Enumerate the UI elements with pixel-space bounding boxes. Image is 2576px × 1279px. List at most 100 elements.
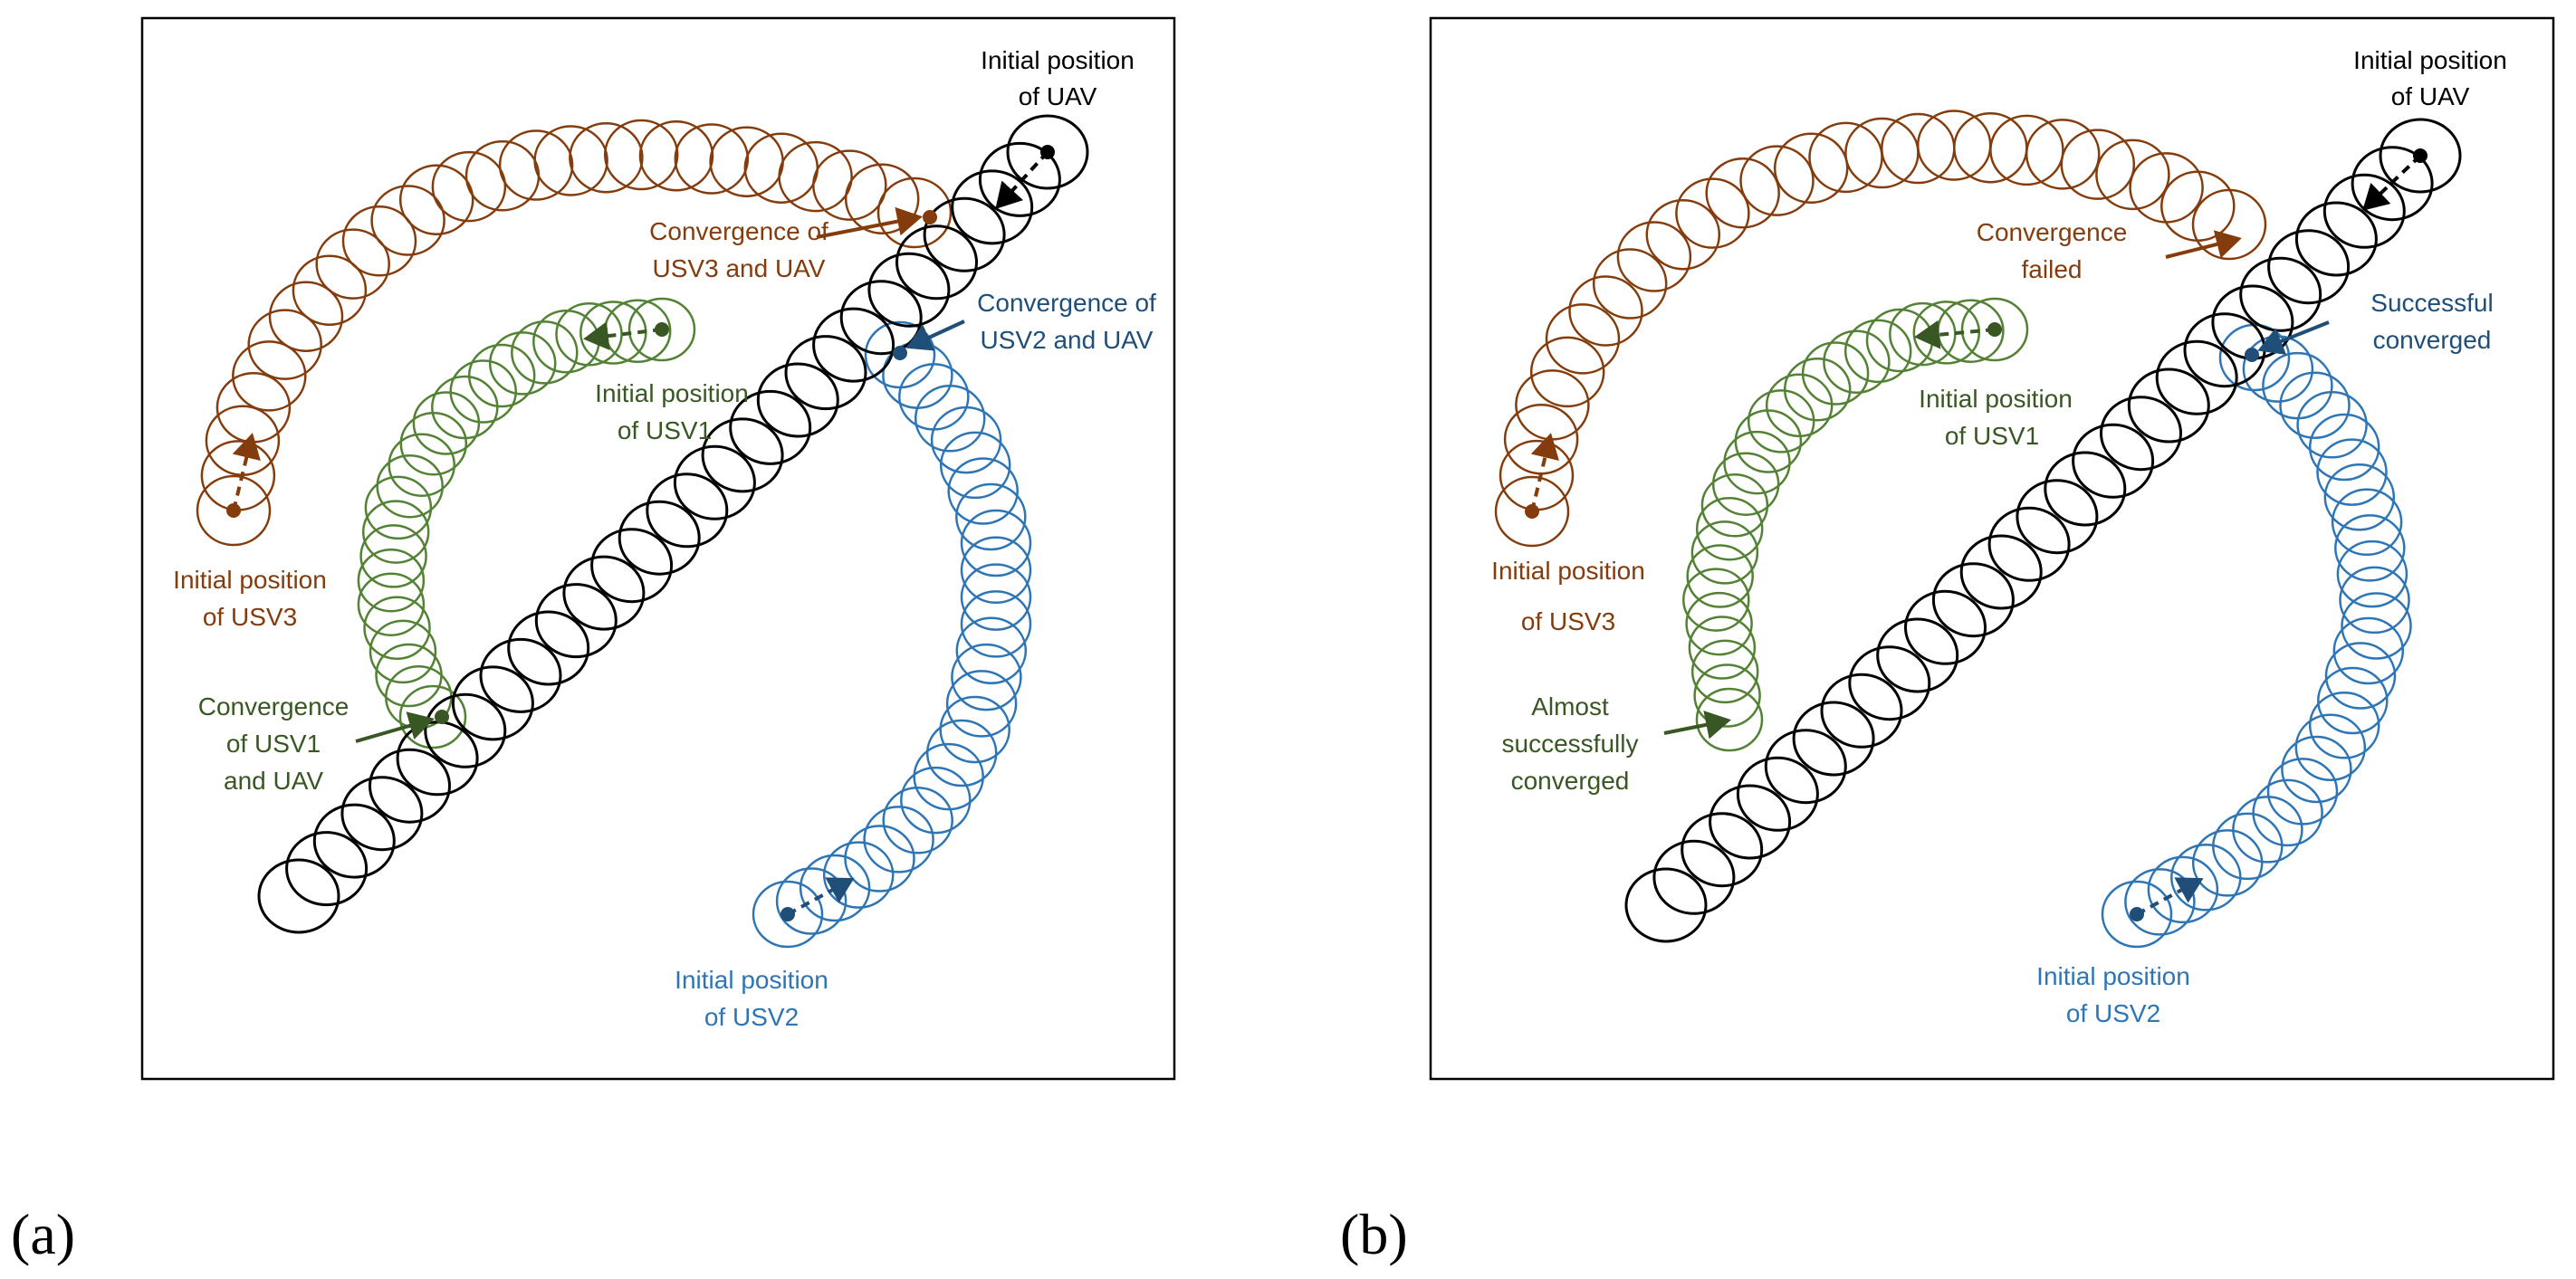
usv2-position-circle <box>960 563 1032 631</box>
usv3-position-circle <box>1773 132 1849 205</box>
usv1-position-circle <box>431 375 499 440</box>
usv1-start-arrow <box>583 321 663 351</box>
usv3-initial-label-a1: Initial position <box>173 566 327 594</box>
usv3-position-circle <box>1989 114 2064 186</box>
usv1-position-circle <box>369 619 437 684</box>
panel-b-label: (b) <box>1340 1202 1408 1266</box>
usv2-convergence-arrow <box>2257 320 2330 355</box>
usv2-position-circle <box>955 616 1028 684</box>
usv1-start-arrow <box>1914 320 1996 349</box>
uav-position-circle <box>1709 784 1792 860</box>
usv2-position-circle <box>2339 566 2410 635</box>
usv2-position-circle <box>960 509 1032 577</box>
usv2-position-circle <box>2252 778 2323 847</box>
usv3-position-circle <box>674 123 750 195</box>
usv3-position-circle <box>268 281 344 353</box>
usv1-conv-label-a1: Convergence <box>198 692 350 721</box>
usv3-position-circle <box>370 185 445 256</box>
labels-b: Initial position of UAV Convergence fail… <box>1491 46 2507 1027</box>
usv3-failed-arrow <box>2165 230 2242 259</box>
usv1-position-circle <box>1682 568 1750 632</box>
uav-position-circle <box>978 141 1061 217</box>
panel-b-frame <box>1429 16 2555 1081</box>
usv2-position-circle <box>939 431 1011 500</box>
usv1-position-circle <box>1747 389 1815 453</box>
usv1-trajectory-b <box>1682 297 2029 752</box>
usv3-trajectory-b <box>1494 110 2267 548</box>
usv1-position-circle <box>511 320 579 385</box>
usv2-position-circle <box>775 867 847 935</box>
usv3-position-circle <box>341 205 417 277</box>
usv2-success-label-b1: Successful <box>2370 289 2493 317</box>
usv1-position-circle <box>1783 357 1852 422</box>
uav-position-circle <box>1931 562 2015 638</box>
usv3-conv-label-a2: USV3 and UAV <box>653 254 826 282</box>
usv1-initial-label-b2: of USV1 <box>1945 422 2039 450</box>
usv2-position-circle <box>752 880 824 949</box>
usv2-position-circle <box>2332 616 2405 685</box>
usv2-initial-label-b1: Initial position <box>2036 962 2190 990</box>
usv2-start-arrow <box>2136 877 2204 916</box>
usv1-position-circle <box>1734 409 1803 473</box>
usv3-convergence-arrow <box>816 206 923 239</box>
usv2-position-circle <box>945 670 1018 738</box>
uav-trajectory-b <box>1624 118 2462 943</box>
usv3-position-circle <box>315 228 390 300</box>
uav-position-circle <box>451 665 534 741</box>
usv3-position-circle <box>569 121 644 194</box>
usv3-position-circle <box>292 254 368 326</box>
usv3-position-circle <box>1675 177 1750 249</box>
usv3-initial-label-b2: of USV3 <box>1521 607 1615 635</box>
uav-trajectory-a <box>257 114 1089 934</box>
uav-position-circle <box>1006 114 1089 190</box>
usv2-position-circle <box>822 841 895 909</box>
usv1-position-circle <box>361 500 430 564</box>
uav-position-circle <box>951 169 1034 245</box>
usv2-position-circle <box>2242 335 2314 403</box>
usv3-position-circle <box>196 474 272 547</box>
usv1-position-circle <box>449 359 517 424</box>
usv1-convergence-arrow <box>355 711 435 743</box>
usv2-position-circle <box>951 643 1022 711</box>
usv3-position-circle <box>247 309 322 380</box>
usv1-position-circle <box>398 684 467 749</box>
uav-position-circle <box>507 610 590 686</box>
usv2-position-circle <box>2316 438 2388 506</box>
uav-position-circle <box>2322 173 2406 249</box>
usv2-position-circle <box>898 363 970 431</box>
usv2-position-circle <box>2336 539 2408 608</box>
labels-a: Initial position of UAV Convergence of U… <box>173 46 1156 1031</box>
usv1-trajectory-a <box>357 297 696 749</box>
usv1-position-circle <box>1686 544 1754 608</box>
usv1-position-circle <box>1690 520 1759 585</box>
uav-position-circle <box>2294 201 2378 277</box>
usv1-position-circle <box>363 596 431 661</box>
usv1-position-circle <box>412 391 481 455</box>
usv3-trajectory-a <box>196 119 953 547</box>
usv1-position-circle <box>1843 319 1912 384</box>
uav-position-circle <box>729 389 812 465</box>
uav-position-circle <box>1652 839 1736 915</box>
usv2-position-circle <box>2262 351 2333 420</box>
usv3-position-circle <box>1494 475 1570 548</box>
usv1-position-circle <box>555 302 623 367</box>
usv3-start-arrow <box>232 433 261 511</box>
uav-position-circle <box>1987 506 2071 582</box>
usv1-position-circle <box>1960 297 2029 362</box>
usv3-start-arrow <box>1530 433 1559 512</box>
uav-position-circle <box>756 362 839 438</box>
uav-position-circle <box>1876 617 1959 693</box>
uav-position-circle <box>1959 534 2043 610</box>
uav-position-circle <box>312 803 396 879</box>
uav-position-circle <box>1820 673 1903 749</box>
usv3-position-circle <box>1705 157 1780 229</box>
usv1-conv-label-a2: of USV1 <box>226 730 321 758</box>
usv1-position-circle <box>1685 591 1753 656</box>
panel-b: Initial position of UAV Convergence fail… <box>1340 16 2555 1266</box>
markers-b <box>1525 148 2428 921</box>
uav-position-circle <box>257 858 340 934</box>
uav-position-circle <box>2239 256 2322 332</box>
usv1-position-circle <box>627 297 696 362</box>
uav-initial-label-b1: Initial position <box>2353 46 2507 74</box>
panel-a-frame <box>140 16 1176 1081</box>
